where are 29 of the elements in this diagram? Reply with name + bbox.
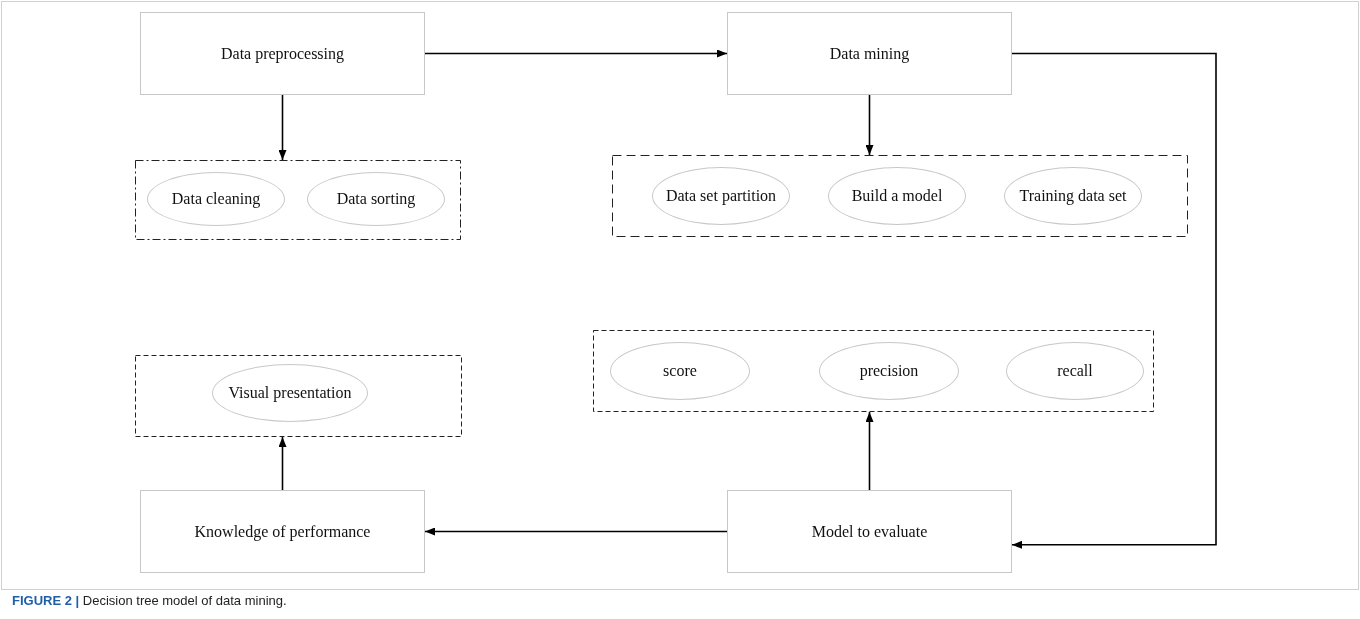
dashed-group-box [135, 355, 462, 437]
process-box [140, 12, 425, 95]
process-box [140, 490, 425, 573]
node-label: Data set partition [664, 186, 778, 206]
arrow [278, 436, 287, 491]
node-label: Visual presentation [227, 383, 353, 403]
node-label: Data cleaning [170, 189, 262, 209]
node-label: score [662, 361, 698, 381]
node-label: Model to evaluate [811, 521, 928, 542]
node-label: Build a model [850, 186, 944, 206]
process-box [727, 490, 1012, 573]
dashed-group-box [612, 155, 1188, 237]
node-label: recall [1056, 361, 1094, 381]
arrow [278, 94, 287, 161]
node-label: precision [858, 361, 920, 381]
arrow [865, 411, 874, 491]
arrow [424, 49, 728, 58]
dashed-group-box [135, 160, 461, 240]
arrow [865, 94, 874, 156]
arrow [1011, 52, 1217, 549]
node-label: Data mining [829, 43, 910, 64]
node-label: Data preprocessing [220, 43, 345, 64]
dashed-group-box [593, 330, 1154, 412]
process-box [727, 12, 1012, 95]
node-label: Data sorting [335, 189, 417, 209]
arrow [424, 527, 728, 536]
node-label: Training data set [1018, 186, 1128, 206]
figure-caption: FIGURE 2 | Decision tree model of data mining. [12, 593, 287, 608]
node-label: Knowledge of performance [194, 521, 371, 542]
